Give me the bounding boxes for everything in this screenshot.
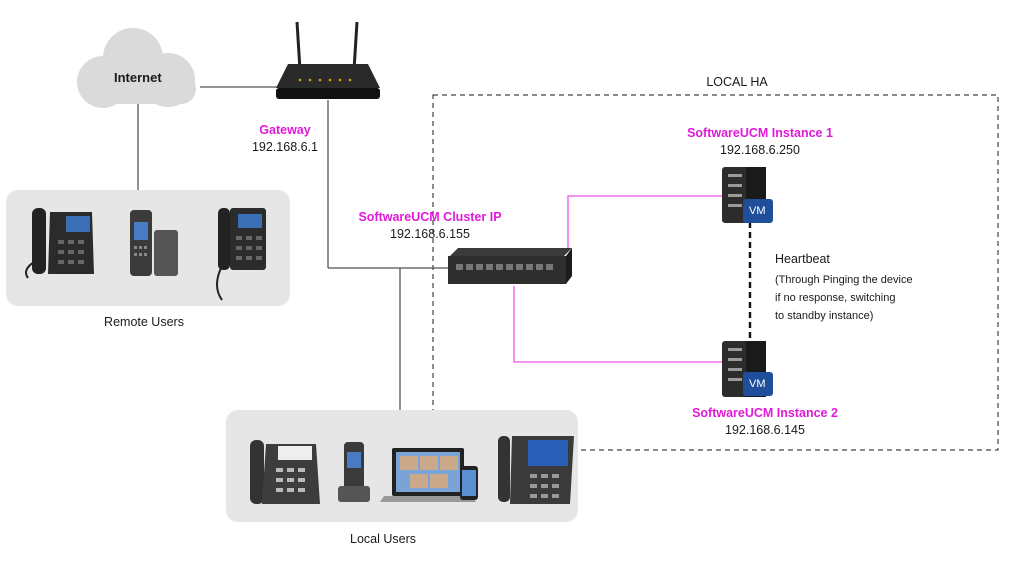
local-ha-label: LOCAL HA bbox=[706, 75, 768, 89]
dect-handset-icon bbox=[338, 442, 370, 502]
network-links bbox=[137, 86, 448, 410]
gateway-label: Gateway bbox=[259, 123, 311, 137]
heartbeat-desc-1: (Through Pinging the device bbox=[775, 274, 913, 286]
desk-phone-icon bbox=[216, 208, 266, 301]
softwareucm-instance-1-server-icon bbox=[722, 167, 773, 223]
internet-cloud-icon bbox=[77, 28, 196, 108]
desk-phone-icon bbox=[25, 208, 94, 279]
vm-label-2: VM bbox=[749, 378, 766, 390]
cluster-ip-label: SoftwareUCM Cluster IP bbox=[358, 210, 502, 224]
vm-badge-1 bbox=[743, 199, 773, 223]
desk-phone-icon bbox=[250, 440, 320, 504]
cluster-ip-value: 192.168.6.155 bbox=[390, 227, 470, 241]
heartbeat-desc-3: to standby instance) bbox=[775, 310, 874, 322]
gateway-ip: 192.168.6.1 bbox=[251, 140, 319, 154]
heartbeat-title: Heartbeat bbox=[775, 252, 830, 266]
laptop-icon bbox=[380, 448, 476, 502]
vm-badge-2 bbox=[743, 372, 773, 396]
network-switch-icon bbox=[448, 248, 572, 284]
local-ha-region bbox=[432, 94, 999, 451]
instance-1-label: SoftwareUCM Instance 1 bbox=[687, 126, 833, 140]
cluster-links bbox=[513, 195, 722, 363]
internet-label: Internet bbox=[114, 70, 162, 85]
heartbeat-desc-2: if no response, switching bbox=[775, 292, 896, 304]
smartphone-icon bbox=[460, 466, 478, 500]
instance-2-label: SoftwareUCM Instance 2 bbox=[692, 406, 838, 420]
video-phone-icon bbox=[498, 436, 574, 504]
instance-1-ip: 192.168.6.250 bbox=[720, 143, 800, 157]
remote-users-label: Remote Users bbox=[104, 315, 184, 329]
vm-label-1: VM bbox=[749, 205, 766, 217]
gateway-router-icon bbox=[276, 21, 380, 99]
softwareucm-instance-2-server-icon bbox=[722, 341, 773, 397]
local-users-label: Local Users bbox=[350, 532, 416, 546]
dect-handset-icon bbox=[130, 210, 178, 276]
instance-2-ip: 192.168.6.145 bbox=[725, 423, 805, 437]
